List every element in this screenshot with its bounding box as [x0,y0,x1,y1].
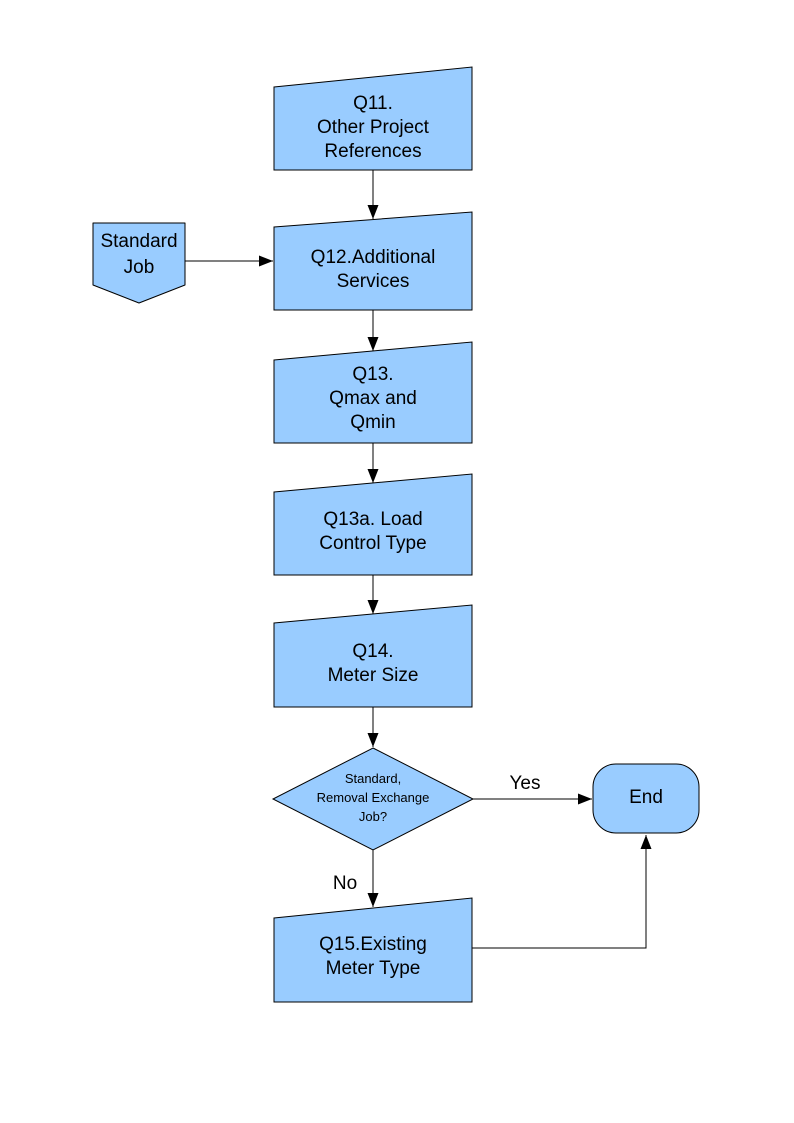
connector-q15-to-end [472,835,652,949]
end-terminator-shape [592,763,700,834]
q12-shape [273,211,473,311]
q13-shape [273,341,473,444]
q15-shape [273,897,473,1003]
q14-shape [273,604,473,708]
standard-job-shape [92,222,186,304]
q13a-shape [273,473,473,576]
decision-diamond-shape [271,747,475,851]
q11-shape [273,66,473,171]
